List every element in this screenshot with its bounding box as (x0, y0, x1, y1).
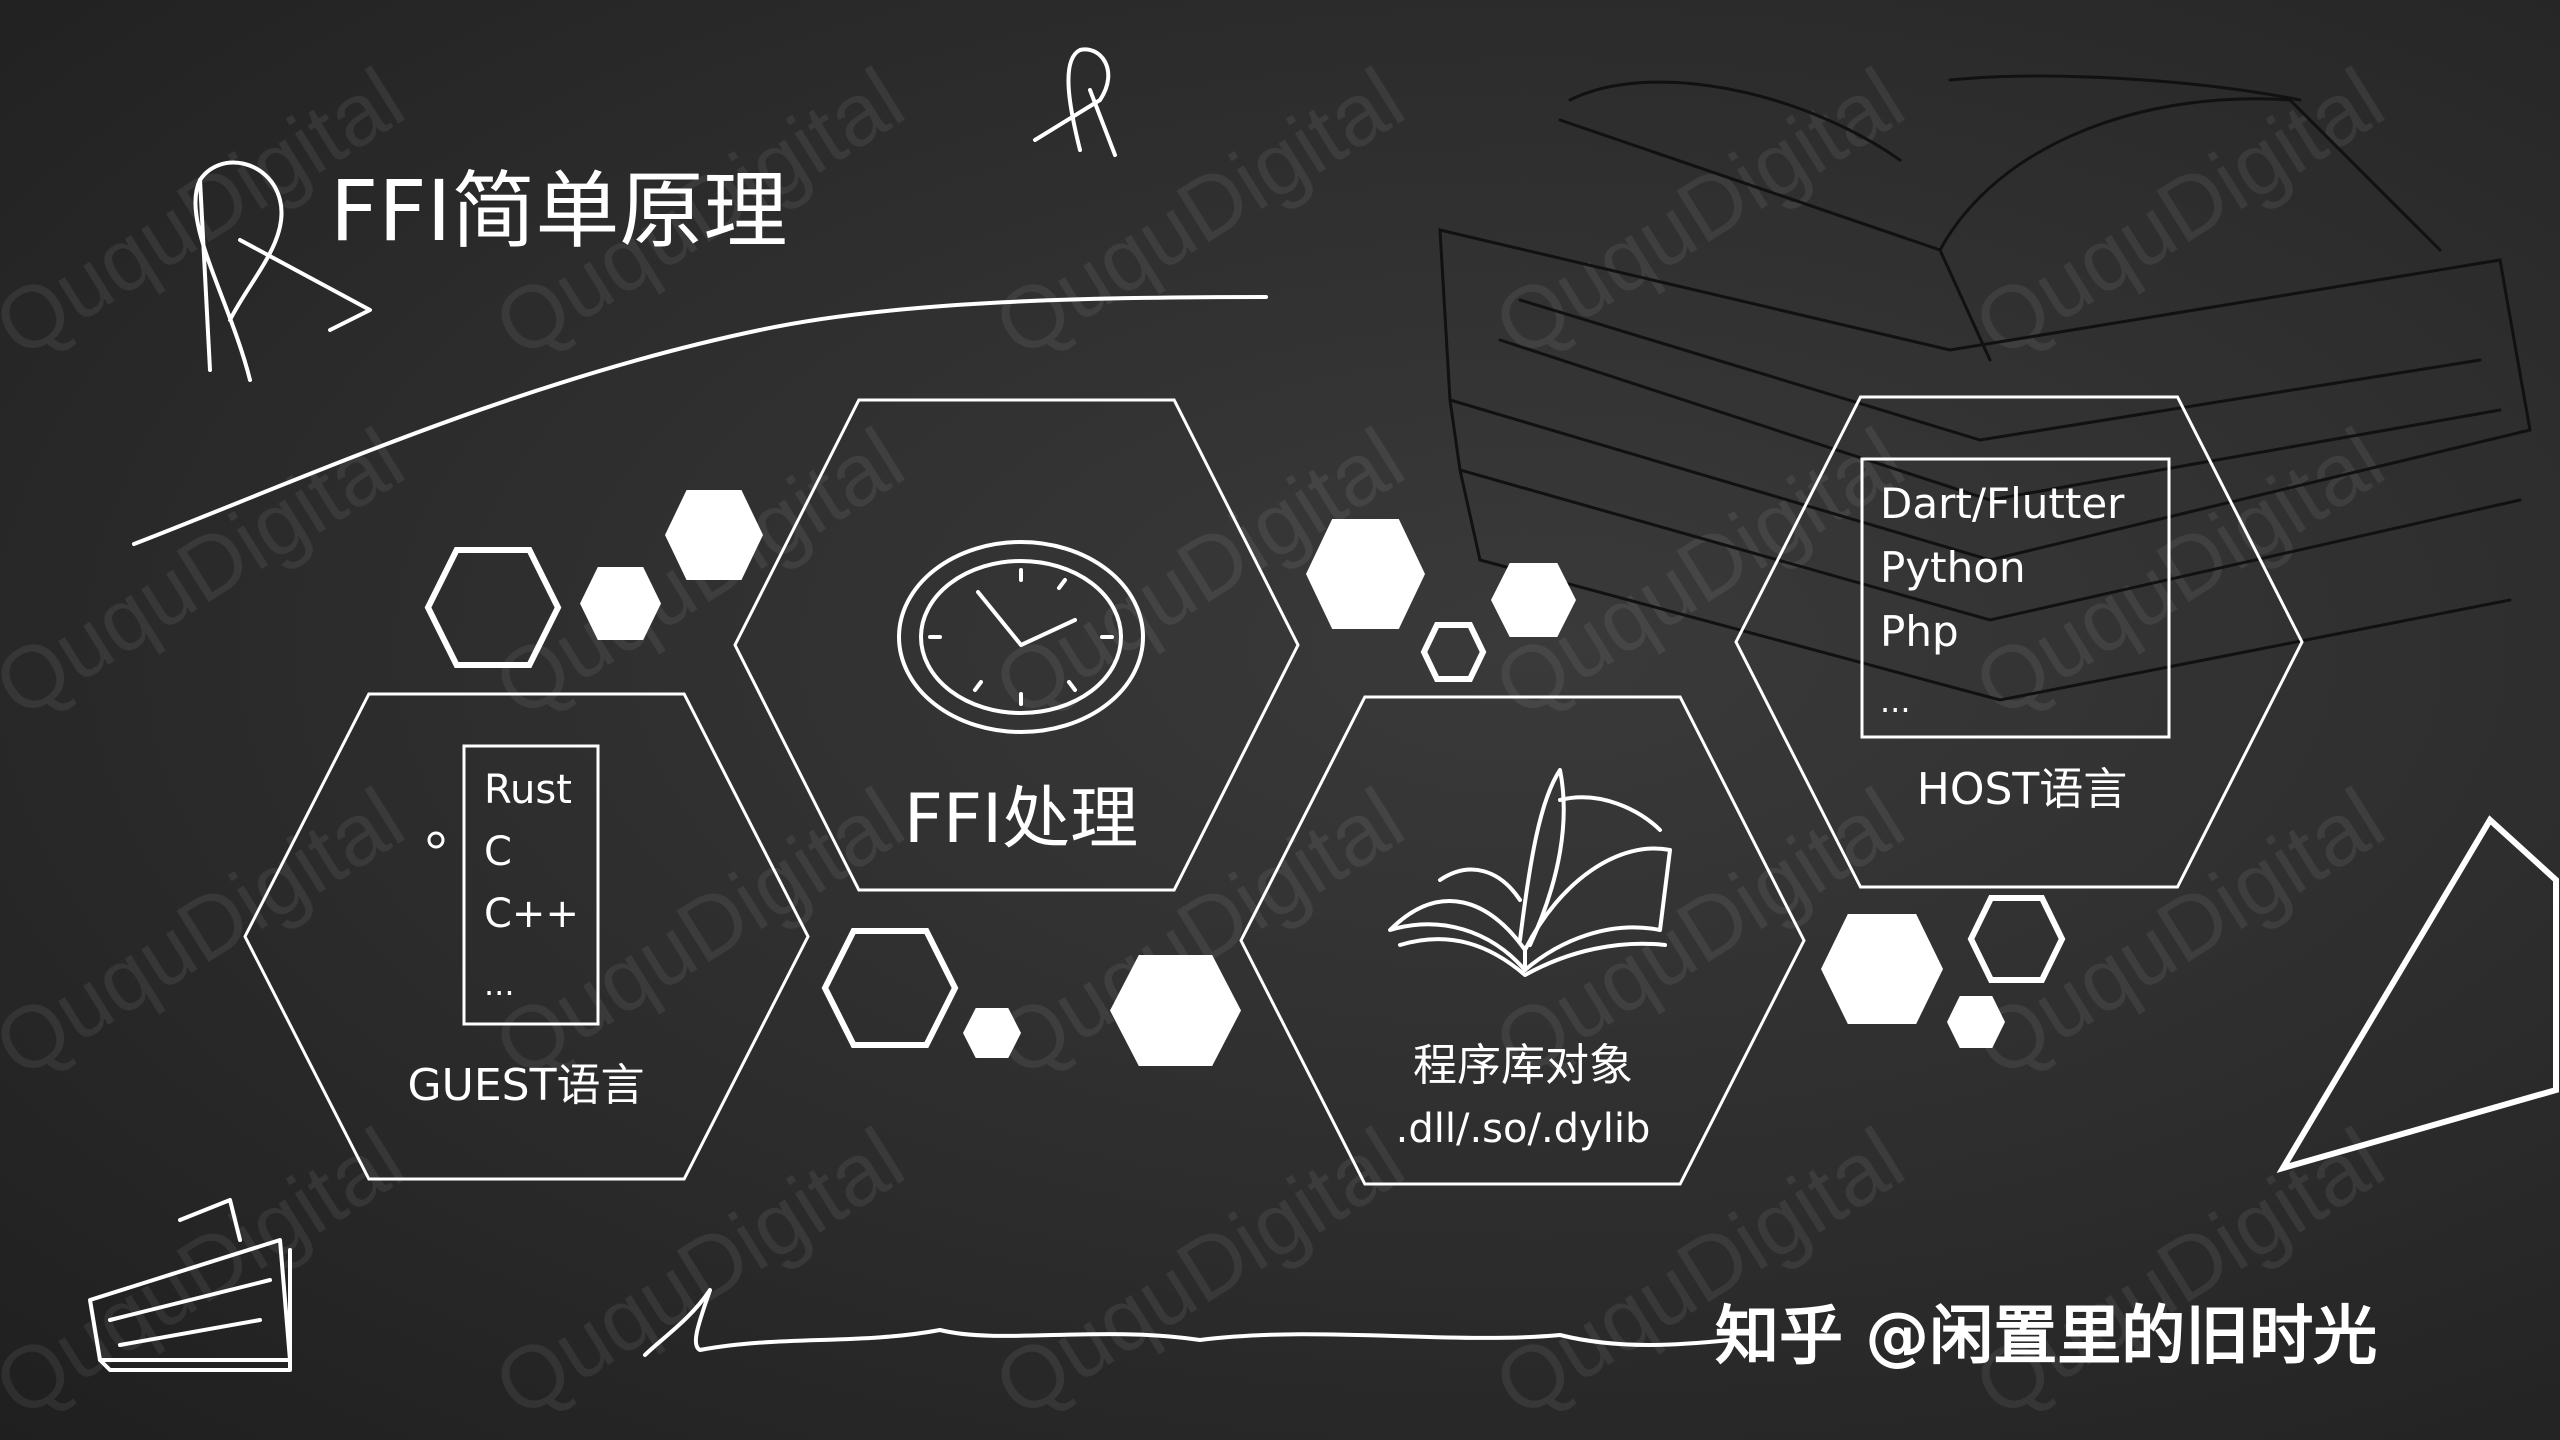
filled-hexagon (963, 1008, 1021, 1058)
watermark-text: QuquDigital (0, 768, 420, 1096)
filled-hexagon (1306, 519, 1425, 629)
outline-hexagon (821, 928, 959, 1048)
watermark-text: QuquDigital (1958, 48, 2400, 376)
host-item: Dart/Flutter (1880, 479, 2125, 528)
filled-hexagon (580, 567, 661, 640)
host-list-box (1860, 457, 2171, 739)
decorative-hexagons (424, 490, 2066, 1066)
guest-list-box (462, 744, 600, 1026)
host-item: ... (1880, 682, 1911, 720)
author-credit: 知乎 @闲置里的旧时光 (1715, 1300, 2377, 1374)
page-title: FFI简单原理 (330, 162, 787, 260)
title-underline (132, 295, 1268, 546)
sticky-note-icon (88, 1198, 292, 1372)
guest-language-label: GUEST语言 (408, 1060, 645, 1111)
library-object-label: 程序库对象 (1413, 1040, 1633, 1091)
hexagon-host-language (1734, 395, 2304, 889)
guest-item: ... (484, 965, 515, 1003)
watermark-text: QuquDigital (978, 48, 1420, 376)
library-extensions-label: .dll/.so/.dylib (1396, 1106, 1651, 1152)
triangle-ruler-icon (2276, 815, 2559, 1173)
guest-item: C (484, 829, 512, 875)
filled-hexagon (1110, 955, 1241, 1066)
hexagon-library-object (1239, 695, 1806, 1186)
hexagon-ffi-processing (733, 398, 1300, 892)
watermark-text: QuquDigital (478, 1108, 920, 1436)
ribbon-small-icon (1033, 47, 1117, 157)
ribbon-icon (193, 160, 372, 382)
outline-hexagon (1967, 895, 2066, 983)
filled-hexagon (665, 490, 763, 580)
filled-hexagon (1491, 563, 1576, 637)
hexagon-guest-language (243, 692, 810, 1181)
watermark-text: QuquDigital (1958, 1108, 2400, 1436)
clock-icon (897, 540, 1145, 734)
watermark-text: QuquDigital (1958, 768, 2400, 1096)
host-language-label: HOST语言 (1917, 764, 2128, 815)
ffi-processing-label: FFI处理 (904, 780, 1138, 859)
filled-hexagon (1821, 914, 1943, 1024)
chalk-scribble-line (643, 1288, 1733, 1357)
open-book-icon (1388, 768, 1672, 977)
host-item: Python (1880, 543, 2026, 592)
outline-hexagon (424, 547, 562, 668)
watermark-text: QuquDigital (978, 1108, 1420, 1436)
host-item: Php (1880, 607, 1959, 656)
books-sketch-icon (1438, 74, 2532, 702)
outline-hexagon (1420, 622, 1487, 682)
filled-hexagon (1947, 996, 2005, 1048)
guest-item: Rust (484, 767, 572, 813)
guest-item: C++ (484, 891, 579, 937)
bullet-icon (427, 831, 445, 849)
watermark-text: QuquDigital (1478, 1108, 1920, 1436)
